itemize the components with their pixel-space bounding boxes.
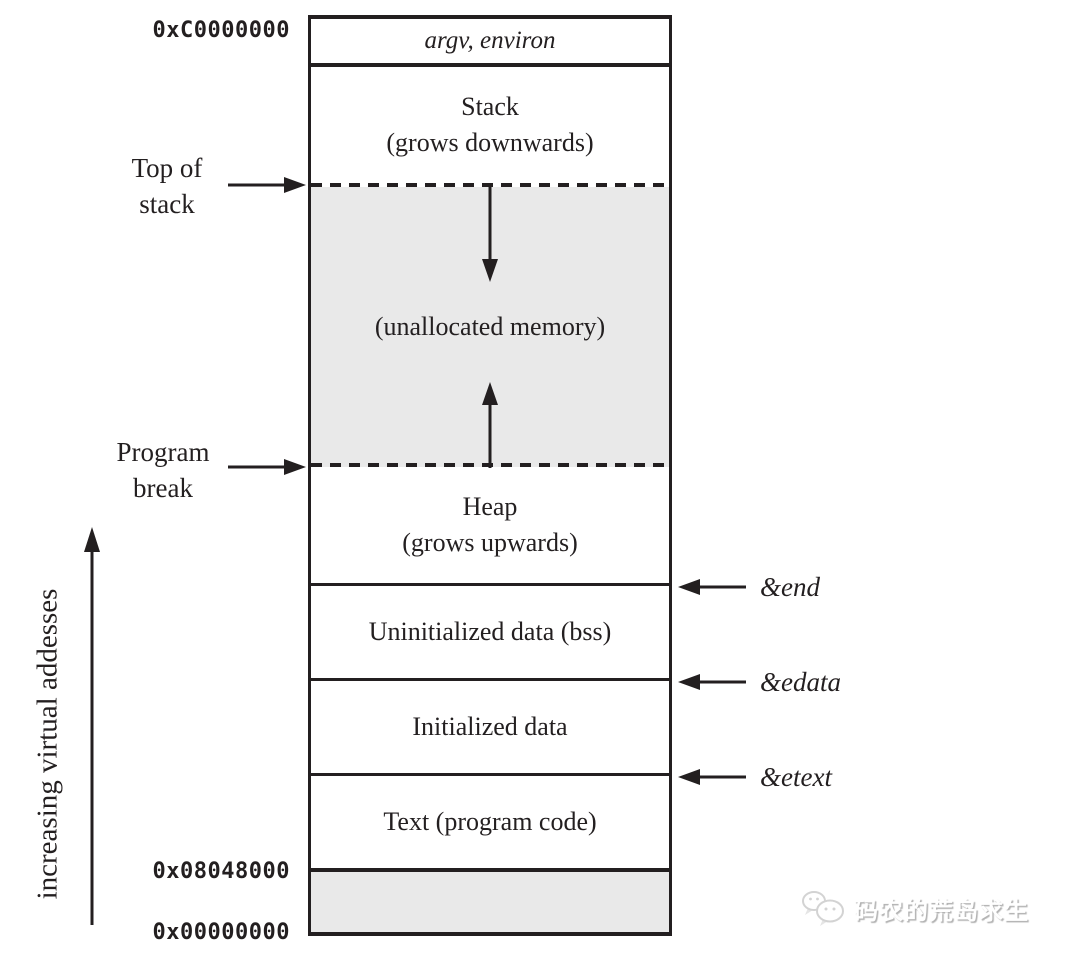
stack-label-line1: Stack bbox=[461, 92, 519, 121]
segment-argv-environ: argv, environ bbox=[311, 19, 669, 63]
top-of-stack-dashed-line bbox=[311, 183, 669, 187]
segment-divider bbox=[311, 583, 669, 586]
text-segment-label: Text (program code) bbox=[383, 807, 597, 836]
unallocated-memory-label: (unallocated memory) bbox=[374, 312, 606, 341]
argv-environ-label: argv, environ bbox=[424, 27, 556, 54]
watermark: 码农的荒岛求生 bbox=[800, 888, 1029, 928]
program-break-arrow bbox=[228, 459, 306, 475]
increasing-addresses-up-arrow bbox=[84, 527, 100, 925]
address-zero: 0x00000000 bbox=[152, 920, 290, 945]
etext-arrow bbox=[678, 769, 746, 785]
wechat-chat-bubbles-icon bbox=[802, 891, 844, 926]
memory-box-outline bbox=[308, 15, 672, 936]
segment-divider bbox=[311, 868, 669, 872]
address-text-base: 0x08048000 bbox=[152, 859, 290, 884]
watermark-text: 码农的荒岛求生 bbox=[854, 897, 1029, 925]
program-break-label: Program break bbox=[116, 437, 210, 503]
end-symbol-label: &end bbox=[760, 572, 820, 602]
axis-label-increasing-virtual-addresses: increasing virtual addesses bbox=[31, 588, 64, 900]
segment-bss: Uninitialized data (bss) bbox=[311, 586, 669, 678]
top-of-stack-label: Top of stack bbox=[131, 153, 203, 219]
segment-divider bbox=[311, 678, 669, 681]
segment-divider bbox=[311, 773, 669, 776]
segment-heap: Heap (grows upwards) bbox=[311, 467, 669, 583]
segment-divider bbox=[311, 63, 669, 67]
edata-symbol-label: &edata bbox=[760, 667, 841, 697]
top-of-stack-arrow bbox=[228, 177, 306, 193]
stack-growth-down-arrow bbox=[482, 186, 498, 282]
bss-label: Uninitialized data (bss) bbox=[368, 617, 612, 646]
end-arrow bbox=[678, 579, 746, 595]
initialized-data-label: Initialized data bbox=[412, 712, 568, 741]
program-break-dashed-line bbox=[311, 463, 669, 467]
segment-initialized-data: Initialized data bbox=[311, 681, 669, 773]
stack-label-line2: (grows downwards) bbox=[386, 128, 594, 157]
segment-stack: Stack (grows downwards) bbox=[311, 67, 669, 183]
heap-growth-up-arrow bbox=[482, 382, 498, 468]
etext-symbol-label: &etext bbox=[760, 762, 832, 792]
segment-text: Text (program code) bbox=[311, 776, 669, 868]
heap-label-line1: Heap bbox=[462, 492, 518, 521]
address-top: 0xC0000000 bbox=[152, 18, 290, 43]
edata-arrow bbox=[678, 674, 746, 690]
heap-label-line2: (grows upwards) bbox=[402, 528, 578, 557]
segment-below-text-reserved bbox=[311, 872, 669, 932]
